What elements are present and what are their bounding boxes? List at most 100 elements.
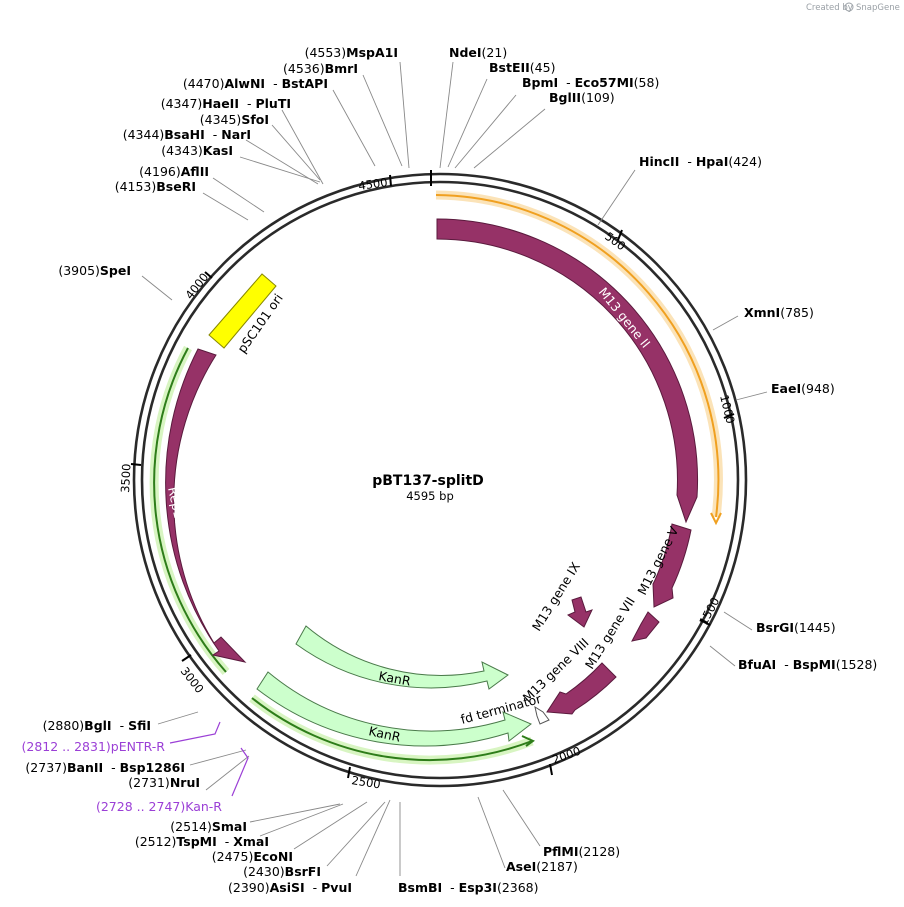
feature-psc101-ori[interactable]: pSC101 ori xyxy=(208,273,286,356)
snapgene-credit: Created by SnapGene xyxy=(806,2,900,13)
feature-m13-gene-vii[interactable]: M13 gene VII xyxy=(582,594,660,672)
tick-label-4500: 4500 xyxy=(357,175,388,193)
site-pos: (109) xyxy=(581,90,615,105)
site-label[interactable]: (2880)BglI- SfiI xyxy=(43,718,151,733)
feature-kanr-inner[interactable]: KanR xyxy=(295,625,509,690)
site-label[interactable]: BsrGI(1445) xyxy=(756,620,836,635)
site-label[interactable]: (3905)SpeI xyxy=(58,263,131,278)
feature-kanr-outer[interactable]: KanR xyxy=(256,671,532,747)
site-pos: (2430) xyxy=(243,864,285,879)
site-pos: (1445) xyxy=(794,620,836,635)
site-label[interactable]: (2390)AsiSI- PvuI xyxy=(228,880,352,895)
tick-mark xyxy=(130,463,142,466)
site-label[interactable]: NdeI(21) xyxy=(449,45,507,60)
site-name: BseRI xyxy=(156,179,196,194)
site-name: MspA1I xyxy=(346,45,398,60)
site-label[interactable]: (4153)BseRI xyxy=(115,179,196,194)
feature-m13-gene-v[interactable]: M13 gene V xyxy=(634,523,692,608)
site-pos: (2731) xyxy=(128,775,170,790)
site-pos: (424) xyxy=(728,154,762,169)
site-label[interactable]: (2430)BsrFI xyxy=(243,864,321,879)
site-labels-left: (4553)MspA1I (4536)BmrI (4470)AlwNI- Bst… xyxy=(58,45,398,278)
site-label[interactable]: (4536)BmrI xyxy=(283,61,358,76)
site-label[interactable]: BglII(109) xyxy=(549,90,615,105)
site-label[interactable]: (4470)AlwNI- BstAPI xyxy=(183,76,328,91)
site-name: AlwNI xyxy=(224,76,265,91)
site-name: BpmI xyxy=(522,75,558,90)
site-label[interactable]: BpmI- Eco57MI(58) xyxy=(522,75,659,90)
site-name-2: BspMI xyxy=(793,657,836,672)
orf-arc-gene-ii xyxy=(435,190,723,526)
site-name: EcoNI xyxy=(253,849,293,864)
feature-label: KanR xyxy=(377,668,412,688)
site-label[interactable]: (4347)HaeII- PluTI xyxy=(161,96,291,111)
tick-mark xyxy=(181,654,192,662)
site-name: HincII xyxy=(639,154,679,169)
primer-label-pentr-r[interactable]: (2812 .. 2831)pENTR-R xyxy=(22,739,166,754)
tick-mark xyxy=(723,413,735,419)
site-pos: (2368) xyxy=(497,880,539,895)
site-label[interactable]: (4343)KasI xyxy=(161,143,233,158)
site-label[interactable]: (2731)NruI xyxy=(128,775,200,790)
site-leader-lines xyxy=(141,61,768,877)
site-pos: (4153) xyxy=(115,179,157,194)
site-pos: (4196) xyxy=(139,164,181,179)
feature-label: M13 gene VII xyxy=(582,594,638,671)
feature-rep101[interactable]: Rep101 xyxy=(165,348,247,663)
site-labels-bottom-left: (2390)AsiSI- PvuI (2430)BsrFI (2475)EcoN… xyxy=(25,718,352,895)
site-name: BglI xyxy=(84,718,111,733)
site-name: HaeII xyxy=(202,96,239,111)
site-name-2: NarI xyxy=(221,127,251,142)
credit-prefix: Created by xyxy=(806,3,853,13)
site-name: BmrI xyxy=(325,61,358,76)
site-pos: (4347) xyxy=(161,96,203,111)
site-label[interactable]: XmnI(785) xyxy=(744,305,814,320)
site-label[interactable]: (4553)MspA1I xyxy=(305,45,398,60)
site-label[interactable]: BsmBI- Esp3I(2368) xyxy=(398,880,539,895)
site-name-2: Eco57MI xyxy=(575,75,634,90)
site-pos: (2128) xyxy=(579,844,621,859)
site-name: BglII xyxy=(549,90,581,105)
site-pos: (2187) xyxy=(536,859,578,874)
site-labels-right: NdeI(21) BstEII(45) BpmI- Eco57MI(58) Bg… xyxy=(398,45,877,895)
site-label[interactable]: BstEII(45) xyxy=(489,60,555,75)
snapgene-logo-icon xyxy=(844,2,854,12)
site-pos: (2514) xyxy=(170,819,212,834)
feature-m13-gene-ix[interactable]: M13 gene IX xyxy=(529,559,593,634)
plasmid-size: 4595 bp xyxy=(406,489,454,503)
site-label[interactable]: (4345)SfoI xyxy=(200,112,269,127)
site-pos: (45) xyxy=(530,60,556,75)
primer-label-kan-r[interactable]: (2728 .. 2747)Kan-R xyxy=(96,799,222,814)
site-pos: (4343) xyxy=(161,143,203,158)
site-label[interactable]: (2514)SmaI xyxy=(170,819,247,834)
tick-mark xyxy=(347,766,351,779)
site-label[interactable]: (2512)TspMI- XmaI xyxy=(135,834,269,849)
site-pos: (2880) xyxy=(43,718,85,733)
site-label[interactable]: EaeI(948) xyxy=(771,381,835,396)
tick-label-2500: 2500 xyxy=(351,773,382,791)
site-pos: (4344) xyxy=(123,127,165,142)
site-name: BsrFI xyxy=(285,864,321,879)
site-name: AflII xyxy=(181,164,209,179)
plasmid-name: pBT137-splitD xyxy=(372,473,484,489)
tick-mark xyxy=(617,229,623,241)
site-pos: (4553) xyxy=(305,45,347,60)
site-label[interactable]: PflMI(2128) xyxy=(543,844,620,859)
site-label[interactable]: BfuAI- BspMI(1528) xyxy=(738,657,877,672)
site-label[interactable]: (2475)EcoNI xyxy=(212,849,293,864)
site-pos: (4470) xyxy=(183,76,225,91)
tick-mark xyxy=(204,271,213,279)
site-label[interactable]: (2737)BanII- Bsp1286I xyxy=(25,760,185,775)
site-label[interactable]: (4344)BsaHI- NarI xyxy=(123,127,251,142)
backbone-outer-ring xyxy=(132,172,748,788)
site-name-2: Esp3I xyxy=(459,880,497,895)
site-label[interactable]: (4196)AflII xyxy=(139,164,209,179)
site-pos: (4345) xyxy=(200,112,242,127)
site-name-2: PluTI xyxy=(255,96,291,111)
site-name-2: Bsp1286I xyxy=(120,760,185,775)
site-pos: (4536) xyxy=(283,61,325,76)
orf-arc-rep101 xyxy=(149,345,230,675)
site-label[interactable]: HincII- HpaI(424) xyxy=(639,154,762,169)
site-label[interactable]: AseI(2187) xyxy=(506,859,578,874)
tick-label-3500: 3500 xyxy=(118,463,134,493)
